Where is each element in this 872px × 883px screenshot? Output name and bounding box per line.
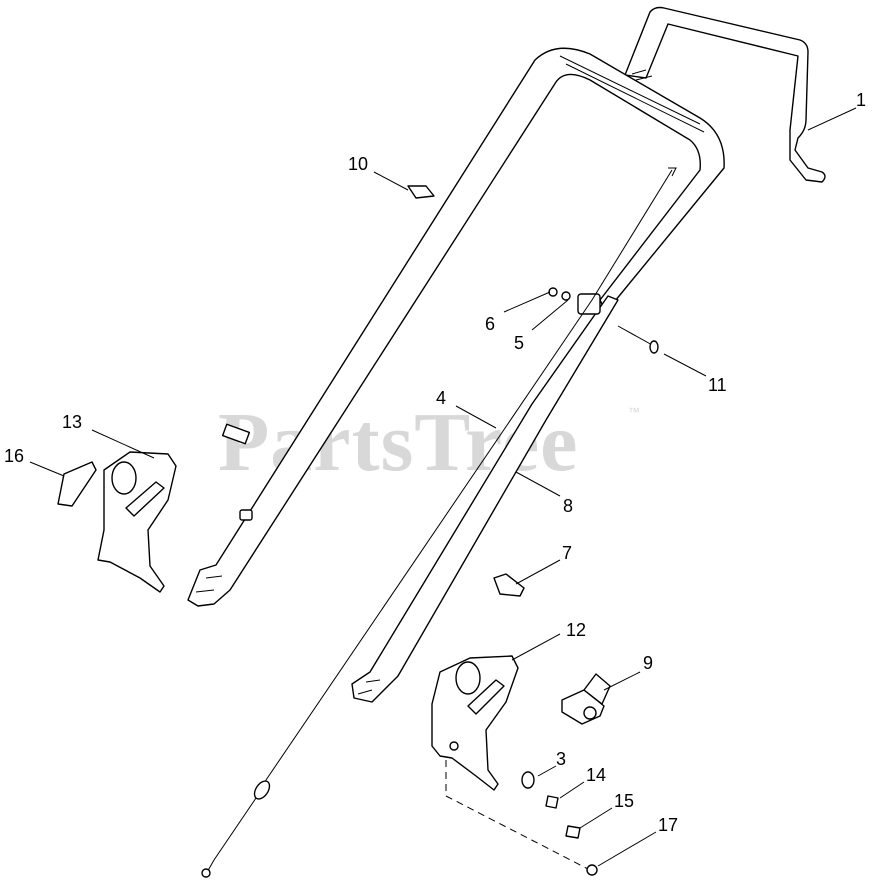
callout-17: 17 — [658, 815, 678, 835]
part-1-bail[interactable] — [624, 6, 826, 183]
part-7-cable-clamp[interactable] — [493, 573, 525, 597]
callout-4: 4 — [436, 388, 446, 408]
callout-1: 1 — [856, 90, 866, 110]
callout-12: 12 — [566, 620, 586, 640]
callout-10: 10 — [348, 154, 368, 174]
callout-11: 11 — [708, 375, 727, 395]
part-9-knob[interactable] — [561, 673, 611, 725]
callout-14: 14 — [586, 765, 606, 785]
part-12-right-bracket[interactable] — [431, 655, 519, 791]
callout-3: 3 — [556, 749, 566, 769]
callouts: 1 10 6 5 11 4 8 7 12 9 3 14 15 17 13 16 — [4, 90, 866, 835]
part-16-decal[interactable] — [57, 461, 97, 507]
callout-6: 6 — [485, 314, 495, 334]
part-13-left-bracket[interactable] — [97, 451, 177, 593]
part-4-control-cable[interactable] — [201, 167, 677, 878]
part-11-bolt[interactable] — [617, 325, 659, 354]
callout-16: 16 — [4, 446, 24, 466]
callout-5: 5 — [514, 333, 524, 353]
callout-9: 9 — [643, 653, 653, 673]
lower-handle[interactable] — [351, 295, 619, 703]
hardware-group[interactable] — [445, 760, 598, 876]
part-5-6-bolt-washer[interactable] — [548, 287, 601, 315]
callout-15: 15 — [614, 791, 634, 811]
leader-lines — [29, 107, 857, 867]
callout-13: 13 — [62, 412, 82, 432]
callout-7: 7 — [562, 543, 572, 563]
watermark-trademark: ™ — [628, 405, 640, 419]
upper-handle[interactable] — [187, 47, 725, 607]
callout-8: 8 — [563, 496, 573, 516]
